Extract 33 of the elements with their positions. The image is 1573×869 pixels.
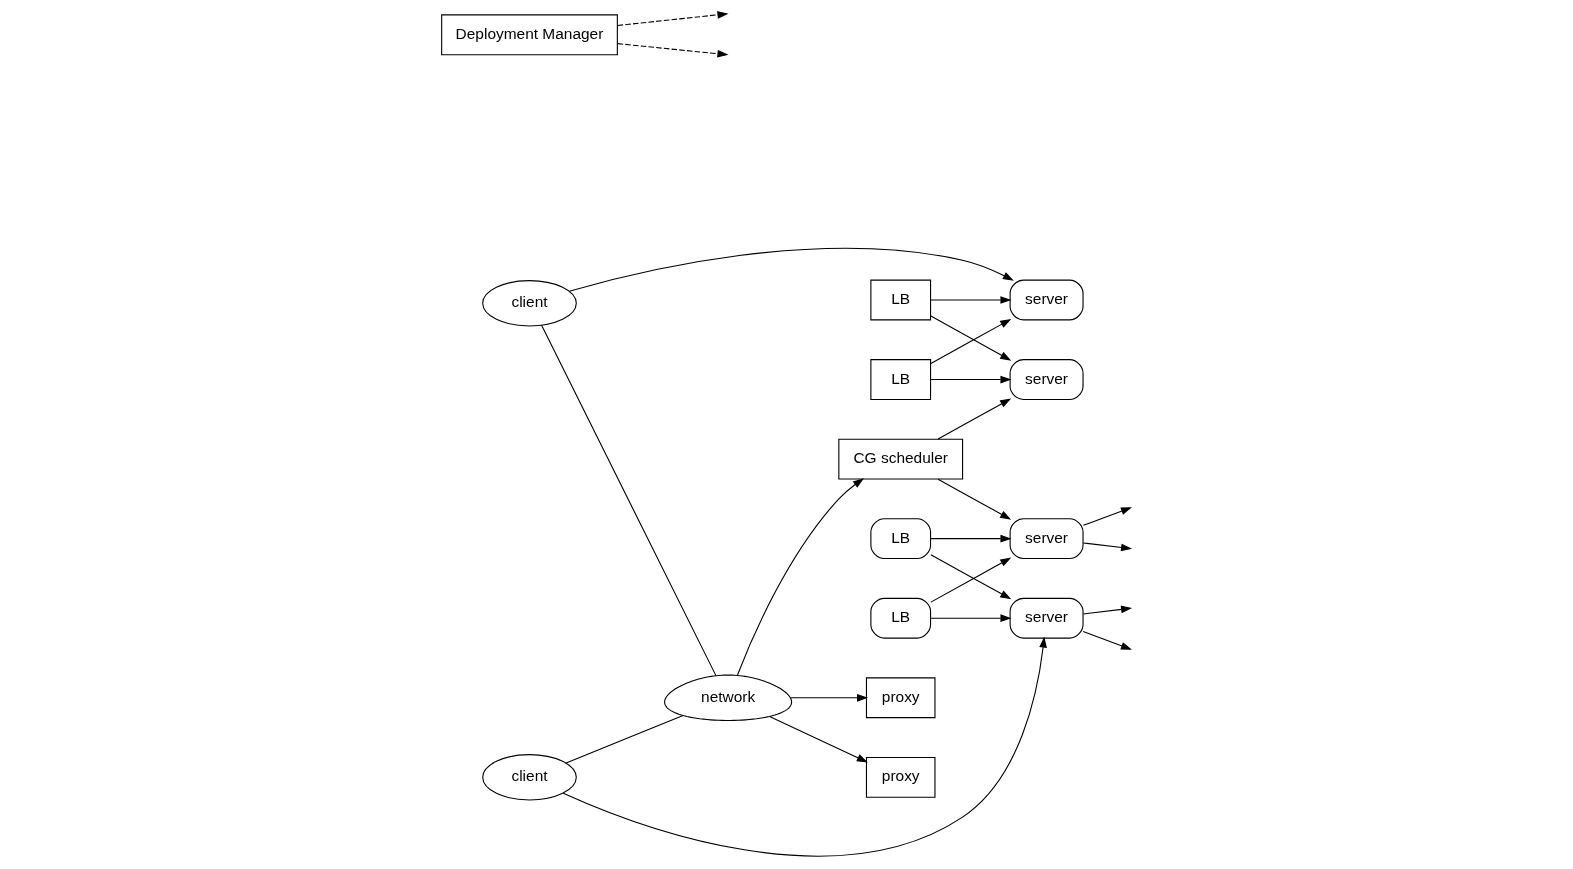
arrow (930, 613, 1012, 622)
arrow (937, 398, 1012, 440)
node-box: proxy (865, 676, 936, 718)
arrow (1082, 630, 1132, 650)
arrow (930, 534, 1012, 543)
node-box: CG scheduler (838, 438, 964, 480)
node-box: server (1009, 517, 1084, 559)
arrow (617, 10, 729, 26)
node-box: proxy (865, 756, 936, 798)
node-box: LB (870, 597, 932, 639)
arrow (617, 42, 729, 58)
node-box: Deployment Manager (441, 13, 618, 55)
arrow (930, 375, 1012, 383)
connector (565, 714, 684, 763)
node-box: server (1009, 597, 1084, 639)
arrow (1082, 541, 1133, 551)
node-box: server (1009, 358, 1084, 400)
arrow (562, 636, 1047, 857)
arrow (790, 693, 869, 702)
node-box: LB (870, 279, 932, 320)
arrow (1082, 605, 1133, 614)
node-box: LB (870, 358, 932, 400)
arrow (736, 477, 864, 676)
arrow (937, 478, 1012, 520)
node-ellipse: client (482, 753, 577, 801)
node-ellipse: client (482, 279, 577, 327)
arrow (568, 247, 1014, 292)
node-box: server (1009, 279, 1084, 320)
node-box: LB (870, 517, 932, 559)
arrow (769, 715, 868, 762)
connector (541, 324, 717, 676)
arrow (930, 295, 1012, 304)
arrow (1082, 506, 1132, 526)
